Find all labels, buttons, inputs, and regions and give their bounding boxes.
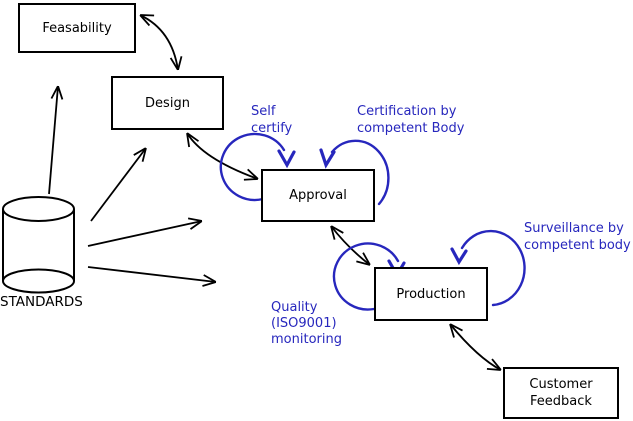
loop-certification (330, 139, 390, 206)
loop-self-certify (219, 132, 286, 202)
annotation-certification: Certification by competent Body (357, 104, 465, 136)
arrow-design-approval (187, 133, 258, 179)
arrow-standards-to-design (90, 148, 146, 222)
loop-certification-arrowhead (319, 148, 336, 169)
arrow-feasability-design (140, 15, 178, 70)
standards-cylinder (2, 196, 75, 294)
node-customer-feedback: Customer Feedback (503, 367, 619, 419)
node-feasability: Feasability (18, 3, 136, 53)
annotation-quality-monitoring: Quality (ISO9001) monitoring (271, 300, 342, 347)
loop-surveillance (460, 229, 526, 307)
annotation-self-certify: Self certify (251, 104, 293, 136)
loop-self-certify-arrowhead (277, 149, 296, 169)
loop-quality (332, 242, 400, 311)
node-approval: Approval (261, 169, 375, 222)
arrow-standards-to-approval (87, 221, 202, 247)
arrow-standards-to-production (87, 266, 216, 282)
node-design: Design (111, 76, 224, 130)
arrow-standards-to-feasability (48, 86, 58, 195)
loop-surveillance-arrowhead (450, 247, 468, 266)
arrow-approval-production (331, 226, 370, 265)
arrow-production-customer-feedback (450, 324, 501, 370)
annotation-surveillance: Surveillance by competent body (524, 221, 631, 253)
node-production: Production (374, 267, 488, 321)
standards-label: STANDARDS (0, 294, 83, 310)
